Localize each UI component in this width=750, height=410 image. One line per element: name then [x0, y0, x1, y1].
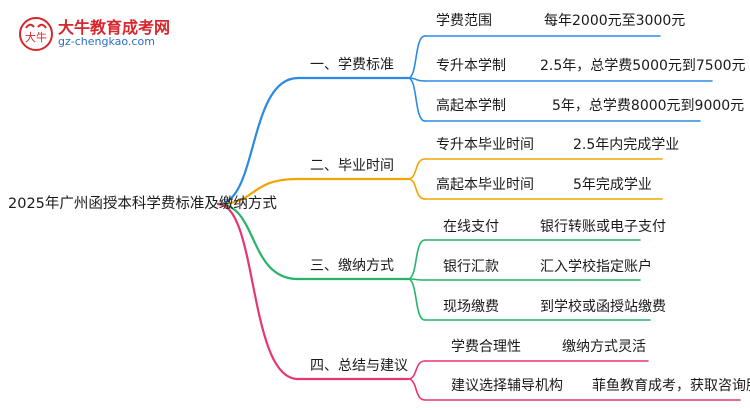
- leaf-connector: [407, 77, 426, 122]
- leaf-value: 2.5年，总学费5000元到7500元: [540, 58, 746, 74]
- leaf-value: 每年2000元至3000元: [544, 13, 686, 29]
- site-logo: 大牛 大牛教育成考网 gz-chengkao.com: [18, 14, 218, 54]
- leaf-value: 缴纳方式灵活: [562, 339, 646, 355]
- branch-label-fees: 一、学费标准: [310, 57, 394, 73]
- root-node-label: 2025年广州函授本科学费标准及缴纳方式: [8, 196, 277, 212]
- branch-label-payment: 三、缴纳方式: [310, 258, 394, 274]
- leaf-connector: [407, 239, 426, 280]
- leaf-key: 建议选择辅导机构: [451, 378, 563, 394]
- leaf-key: 现场缴费: [443, 299, 499, 315]
- leaf-key: 在线支付: [443, 219, 499, 235]
- leaf-value: 银行转账或电子支付: [540, 219, 666, 235]
- leaf-connector: [407, 378, 426, 401]
- leaf-value: 到学校或函授站缴费: [540, 299, 666, 315]
- leaf-connector: [407, 158, 426, 180]
- branch-label-summary: 四、总结与建议: [310, 358, 408, 374]
- leaf-value: 汇入学校指定账户: [540, 259, 652, 275]
- branch-connector: [216, 177, 300, 206]
- logo-name: 大牛教育成考网: [58, 18, 171, 37]
- leaf-connector: [407, 278, 426, 321]
- leaf-key: 银行汇款: [443, 259, 499, 275]
- leaf-key: 学费合理性: [451, 339, 521, 355]
- leaf-key: 专升本学制: [436, 58, 506, 74]
- leaf-value: 菲鱼教育成考，获取咨询服务: [592, 378, 750, 394]
- leaf-key: 高起本学制: [436, 98, 506, 114]
- leaf-value: 5年，总学费8000元到9000元: [552, 98, 745, 114]
- branch-label-graduation: 二、毕业时间: [310, 158, 394, 174]
- logo-mark-text: 大牛: [25, 30, 47, 44]
- leaf-connector: [407, 35, 426, 79]
- leaf-connector: [407, 178, 426, 200]
- logo-domain: gz-chengkao.com: [58, 35, 155, 48]
- leaf-key: 专升本毕业时间: [436, 137, 534, 153]
- leaf-connector: [407, 360, 426, 380]
- leaf-value: 5年完成学业: [573, 177, 652, 193]
- branch-connector: [216, 76, 300, 206]
- branch-connector: [216, 202, 300, 381]
- leaf-value: 2.5年内完成学业: [573, 137, 680, 153]
- branch-connector: [216, 202, 300, 281]
- leaf-key: 高起本毕业时间: [436, 177, 534, 193]
- leaf-key: 学费范围: [436, 13, 492, 29]
- bull-logo-icon: 大牛: [19, 17, 53, 51]
